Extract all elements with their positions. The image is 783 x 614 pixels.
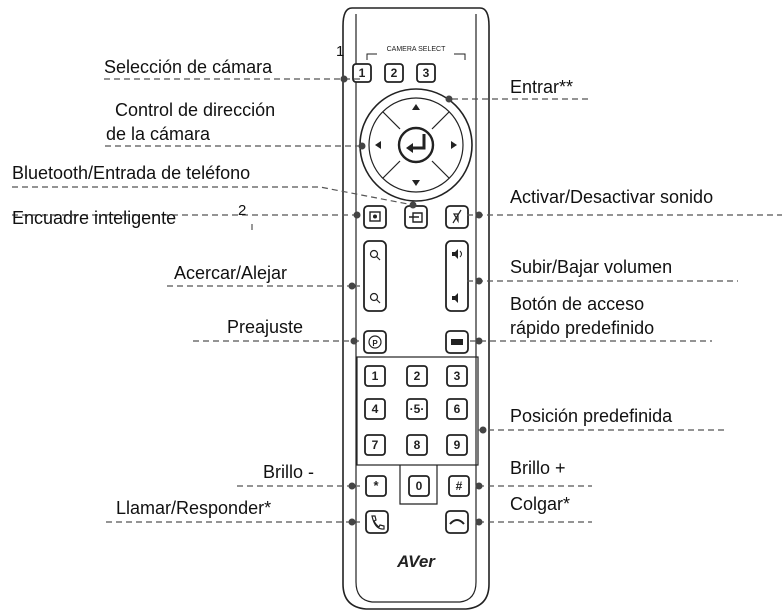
keypad-key[interactable] bbox=[364, 398, 386, 420]
zoom-rocker[interactable] bbox=[363, 240, 387, 312]
label-enter: Entrar** bbox=[510, 77, 574, 97]
camera-key-1[interactable] bbox=[352, 63, 372, 83]
star-key[interactable] bbox=[365, 475, 387, 497]
brand-logo: AVer bbox=[397, 552, 435, 571]
label-zoom: Acercar/Alejar bbox=[174, 263, 288, 283]
enter-icon bbox=[411, 134, 426, 150]
keypad-key-label: 2 bbox=[413, 369, 421, 383]
svg-text:P: P bbox=[372, 339, 378, 348]
keypad-key-label: ·5· bbox=[409, 402, 425, 416]
keypad bbox=[364, 365, 468, 456]
label-mute: Activar/Desactivar sonido bbox=[510, 187, 714, 207]
hangup-icon bbox=[449, 519, 465, 525]
preset-button[interactable]: P bbox=[363, 330, 387, 354]
camera-select-bracket bbox=[366, 53, 466, 60]
keypad-key-label: 1 bbox=[371, 369, 379, 383]
dpad-right-arrow bbox=[451, 141, 457, 149]
label-hangup: Colgar* bbox=[510, 494, 571, 514]
keypad-key[interactable] bbox=[364, 434, 386, 456]
hangup-button[interactable] bbox=[445, 510, 469, 534]
label-brightness-down: Brillo - bbox=[263, 462, 315, 482]
keypad-frame bbox=[356, 356, 479, 466]
leader-lines bbox=[12, 78, 782, 523]
label-preset-position: Posición predefinida bbox=[510, 406, 673, 426]
keypad-key-label: 8 bbox=[413, 438, 421, 452]
keypad-key[interactable] bbox=[406, 365, 428, 387]
keypad-key-label: 6 bbox=[453, 402, 461, 416]
camera-key-3-label: 3 bbox=[422, 66, 430, 80]
star-key-label: * bbox=[373, 478, 379, 493]
dpad[interactable] bbox=[359, 88, 473, 202]
mute-button[interactable] bbox=[445, 205, 469, 229]
zero-frame bbox=[399, 465, 438, 505]
zero-key-label: 0 bbox=[415, 479, 423, 493]
remote-body-inner bbox=[355, 14, 477, 603]
camera-key-1-label: 1 bbox=[358, 66, 366, 80]
camera-key-2[interactable] bbox=[384, 63, 404, 83]
leader-dots bbox=[340, 75, 487, 526]
volume-rocker[interactable] bbox=[445, 240, 469, 312]
label-direction-line2: de la cámara bbox=[106, 124, 211, 144]
keypad-key[interactable] bbox=[406, 434, 428, 456]
hotkey-button[interactable] bbox=[445, 330, 469, 354]
volume-down-icon bbox=[452, 293, 458, 303]
label-hotkey: Botón de acceso bbox=[510, 294, 645, 314]
keypad-key[interactable] bbox=[446, 398, 468, 420]
note-camera-select: 1 bbox=[336, 43, 345, 60]
note-smart-frame: 2 bbox=[238, 202, 247, 219]
label-hotkey-line2: rápido predefinido bbox=[510, 318, 655, 338]
label-direction: Control de dirección bbox=[115, 100, 276, 120]
label-call: Llamar/Responder* bbox=[116, 498, 272, 518]
keypad-key[interactable] bbox=[406, 398, 428, 420]
keypad-key[interactable] bbox=[446, 365, 468, 387]
camera-key-3[interactable] bbox=[416, 63, 436, 83]
keypad-key[interactable] bbox=[364, 365, 386, 387]
zoom-in-icon bbox=[369, 249, 379, 259]
phone-icon bbox=[371, 515, 385, 530]
keypad-key[interactable] bbox=[446, 434, 468, 456]
keypad-key-label: 3 bbox=[453, 369, 461, 383]
hash-key[interactable] bbox=[448, 475, 470, 497]
enter-button bbox=[397, 126, 435, 164]
zoom-out-icon bbox=[369, 292, 379, 302]
hash-key-label: # bbox=[455, 479, 463, 493]
mute-icon bbox=[452, 209, 462, 224]
label-camera-select: Selección de cámara bbox=[104, 57, 273, 77]
smart-frame-button[interactable] bbox=[363, 205, 387, 229]
keypad-key-label: 9 bbox=[453, 438, 461, 452]
label-brightness-up: Brillo + bbox=[510, 458, 566, 478]
label-bluetooth: Bluetooth/Entrada de teléfono bbox=[12, 163, 251, 183]
phone-input-icon bbox=[409, 212, 423, 223]
label-smart-frame: Encuadre inteligente bbox=[12, 208, 177, 228]
camera-key-2-label: 2 bbox=[390, 66, 398, 80]
keypad-key-label: 7 bbox=[371, 438, 379, 452]
call-button[interactable] bbox=[365, 510, 389, 534]
dpad-down-arrow bbox=[412, 180, 420, 186]
camera-select-caption: CAMERA SELECT bbox=[386, 46, 446, 53]
bluetooth-phone-button[interactable] bbox=[404, 205, 428, 229]
label-volume: Subir/Bajar volumen bbox=[510, 257, 673, 277]
keypad-key-label: 4 bbox=[371, 402, 379, 416]
label-preset: Preajuste bbox=[227, 317, 304, 337]
zero-key[interactable] bbox=[408, 475, 430, 497]
dpad-up-arrow bbox=[412, 104, 420, 110]
volume-up-icon bbox=[452, 249, 458, 259]
dpad-left-arrow bbox=[375, 141, 381, 149]
